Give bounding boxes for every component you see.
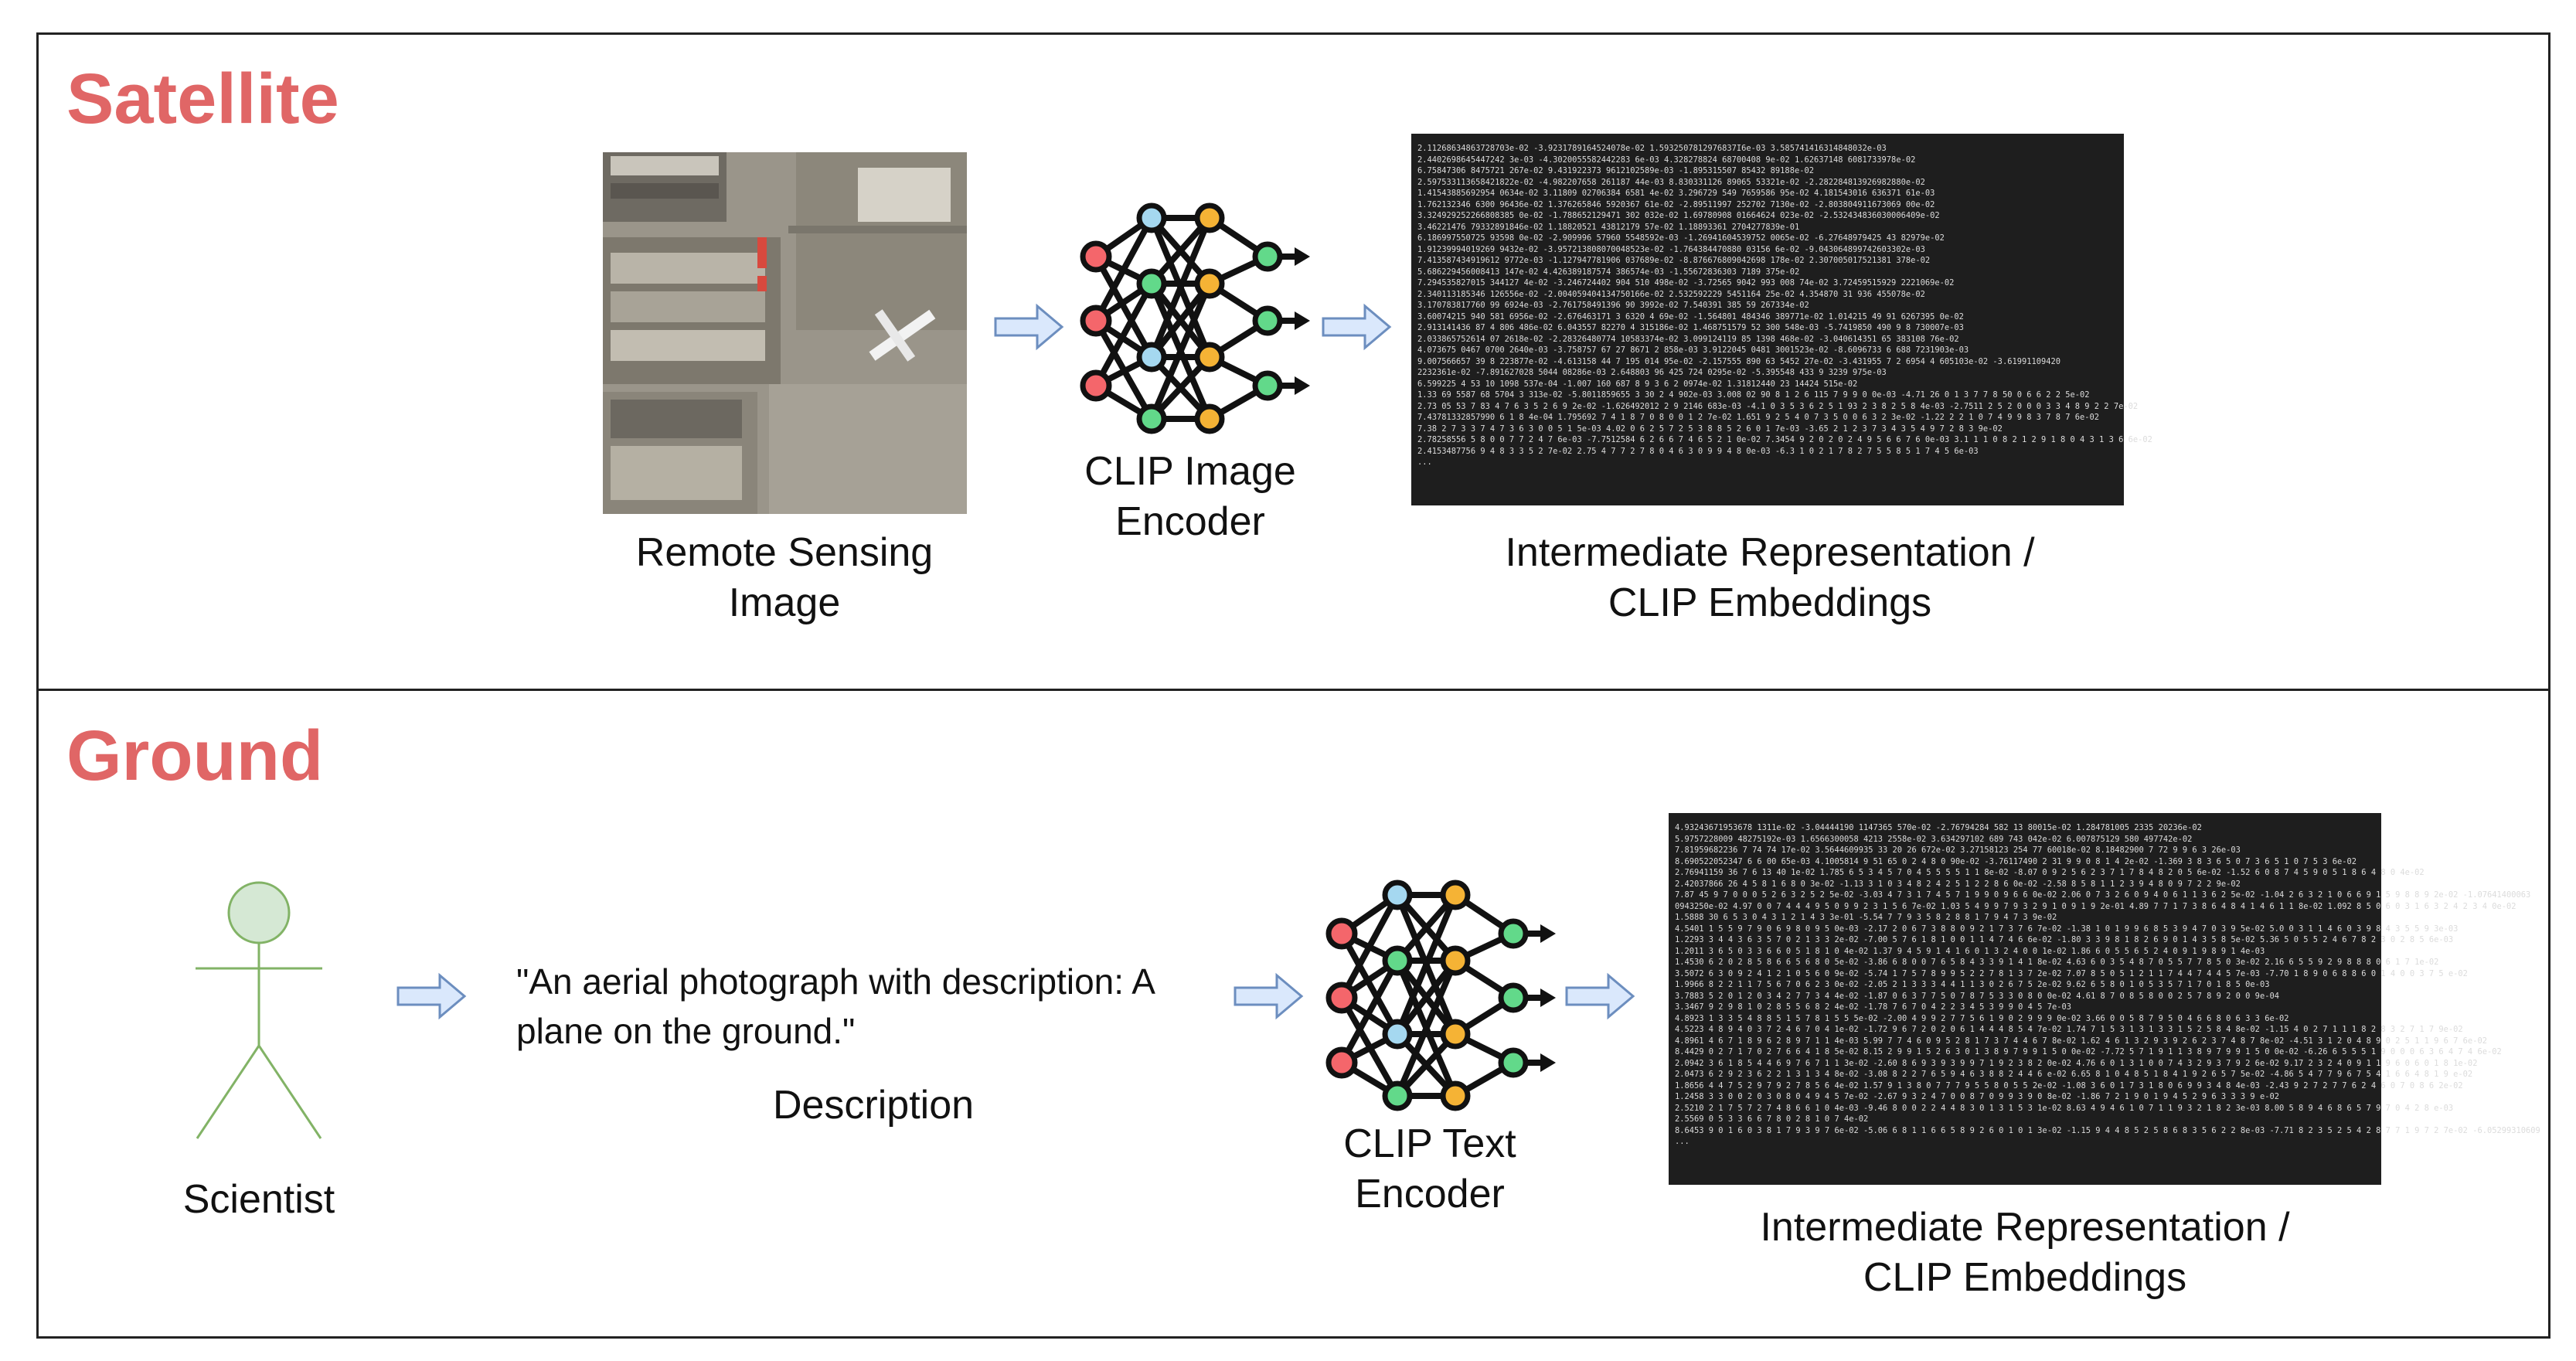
aerial-photo-illustration <box>603 152 967 514</box>
description-quote: "An aerial photograph with description: … <box>516 961 1155 1052</box>
embedding-line: 2.4402698645447242 3e-03 -4.302005558244… <box>1417 155 1916 165</box>
embedding-line: 7.81959682236 7 74 74 17e-02 3.564460993… <box>1675 846 2241 855</box>
arrow-right-icon <box>1322 303 1392 351</box>
embedding-line: 6.75847306 8475721 267e-02 9.431922373 9… <box>1417 166 1814 175</box>
text-embedding-output: 4.93243671953678 1311e-02 -3.04444190 11… <box>1669 813 2540 1185</box>
clip-image-encoder-label: CLIP Image Encoder <box>1084 449 1296 544</box>
clip-text-encoder-label: CLIP Text Encoder <box>1343 1121 1516 1216</box>
image-embedding-label: Intermediate Representation / CLIP Embed… <box>1505 530 2035 625</box>
embedding-line: 2.78258556 5 8 0 0 7 7 2 4 7 6e-03 -7.75… <box>1417 435 2152 444</box>
embedding-line: 8.4429 0 2 7 1 7 0 2 7 6 6 4 1 8 5e-02 8… <box>1675 1047 2502 1056</box>
embedding-line: 3.5072 6 3 0 9 2 4 1 2 1 0 5 6 0 9e-02 -… <box>1675 968 2468 978</box>
embedding-line: 2232361e-02 -7.891627028 5044 08286e-03 … <box>1417 368 1887 377</box>
embedding-line: 2.4153487756 9 4 8 3 3 5 2 7e-02 2.75 4 … <box>1417 446 1979 456</box>
satellite-panel <box>36 32 2550 691</box>
embedding-line: 1.2458 3 3 0 0 2 0 3 0 8 0 4 9 4 5 7e-02… <box>1675 1092 2279 1101</box>
embedding-line: 7.413587434919612 9772e-03 -1.1279477819… <box>1417 256 1931 265</box>
embedding-line: 4.8923 1 3 3 5 4 8 8 5 1 5 7 8 1 5 5 5e-… <box>1675 1013 2289 1023</box>
embedding-line: 2.11268634863728703e-02 -3.9231789164524… <box>1417 144 1887 153</box>
embedding-line: 2.033865752614 07 2618e-02 -2.2832648077… <box>1417 334 1959 344</box>
embedding-line: 5.9757228009 48275192e-03 1.6566300058 4… <box>1675 834 2193 844</box>
embedding-line: 2.42037866 26 4 5 8 1 6 8 0 3e-02 -1.13 … <box>1675 879 2241 889</box>
arrow-right-icon <box>1565 972 1635 1020</box>
embedding-line: 2.73 05 53 7 83 4 7 6 3 5 2 6 9 2e-02 -1… <box>1417 401 2139 411</box>
embedding-line: 3.46221476 79332891846e-02 1.18820521 43… <box>1417 222 1800 232</box>
embedding-line: 3.7883 5 2 0 1 2 0 3 4 2 7 7 3 4 4e-02 -… <box>1675 991 2279 1001</box>
embedding-line: 3.170783817760 99 6924e-03 -2.7617584913… <box>1417 301 1809 310</box>
embedding-line: 5.686229456008413 147e-02 4.426389187574… <box>1417 267 1800 277</box>
text-embedding-label: Intermediate Representation / CLIP Embed… <box>1760 1205 2290 1300</box>
arrow-right-icon <box>1234 972 1304 1020</box>
embedding-line: 4.93243671953678 1311e-02 -3.04444190 11… <box>1675 823 2202 832</box>
embedding-line: ... <box>1675 1137 1690 1146</box>
embedding-line: 0943250e-02 4.97 0 0 7 4 4 4 9 5 0 9 9 2… <box>1675 901 2516 911</box>
embedding-line: 8.6453 9 0 1 6 0 3 8 1 7 9 3 9 7 6e-02 -… <box>1675 1125 2540 1135</box>
embedding-line: 4.5401 1 5 5 9 7 9 0 6 9 8 0 9 5 0e-03 -… <box>1675 924 2459 934</box>
embedding-line: 2.340113185346 126556e-02 -2.00405940413… <box>1417 289 1925 299</box>
ground-title: Ground <box>66 716 324 795</box>
embedding-line: 2.76941159 36 7 6 13 40 1e-02 1.785 6 5 … <box>1675 868 2425 877</box>
embedding-line: 2.0942 3 6 1 8 5 4 4 6 9 7 6 7 1 1 3e-02… <box>1675 1058 2478 1068</box>
embedding-line: 1.4530 6 2 0 2 8 5 8 6 6 5 6 8 0 5e-02 -… <box>1675 958 2439 967</box>
satellite-title: Satellite <box>66 60 339 138</box>
image-embedding-output: 2.11268634863728703e-02 -3.9231789164524… <box>1411 134 2152 505</box>
embedding-line: 1.5888 30 6 5 3 0 4 3 1 2 1 4 3 3e-01 -5… <box>1675 913 2057 922</box>
scientist-actor-icon <box>196 881 322 1139</box>
embedding-line: 7.294535827015 344127 4e-02 -3.246724402… <box>1417 278 1955 288</box>
arrow-right-icon <box>994 303 1064 351</box>
neural-network-icon <box>1325 880 1556 1111</box>
arrow-right-icon <box>396 972 467 1020</box>
embedding-line: 6.186997550725 93598 0e-02 -2.909996 579… <box>1417 233 1945 243</box>
airplane-shape <box>869 309 936 362</box>
embedding-line: 1.2293 3 4 4 3 6 3 5 7 0 2 1 3 3 2e-02 -… <box>1675 935 2454 944</box>
embedding-text: 2.11268634863728703e-02 -3.9231789164524… <box>1411 143 2152 468</box>
embedding-line: 1.41543885692954 0634e-02 3.11809 027063… <box>1417 189 1935 198</box>
embedding-line: 4.073675 0467 0700 2640e-03 -3.758757 67… <box>1417 345 1969 355</box>
embedding-line: 2.0473 6 2 9 2 3 6 2 2 1 3 1 3 4 8e-02 -… <box>1675 1070 2473 1079</box>
scientist-label: Scientist <box>182 1177 335 1222</box>
embedding-line: 3.60074215 940 581 6956e-02 -2.676463171… <box>1417 311 1964 322</box>
embedding-line: 4.5223 4 8 9 4 0 3 7 2 4 6 7 0 4 1e-02 -… <box>1675 1025 2463 1034</box>
embedding-line: 9.007566657 39 8 223877e-02 -4.613158 44… <box>1417 356 2061 366</box>
embedding-line: 7.38 2 7 3 3 7 4 7 3 6 3 0 0 5 1 5e-03 4… <box>1417 424 2003 434</box>
remote-sensing-image-label: Remote Sensing Image <box>635 530 934 625</box>
remote-sensing-image <box>603 152 967 514</box>
embedding-line: 4.8961 4 6 7 1 8 9 6 2 8 9 7 1 1 4e-03 5… <box>1675 1036 2487 1046</box>
embedding-line: 2.597533113658421822e-02 -4.982207658 26… <box>1417 177 1925 187</box>
embedding-line: 3.324929252266808385 0e-02 -1.7886521294… <box>1417 211 1940 220</box>
embedding-line: 1.91239994019269 9432e-02 -3.95721380807… <box>1417 244 1925 254</box>
embedding-line: 1.8656 4 4 7 5 2 9 7 9 2 7 8 5 6 4e-02 1… <box>1675 1080 2463 1091</box>
embedding-line: ... <box>1417 458 1432 467</box>
embedding-line: 6.599225 4 53 10 1098 537e-04 -1.007 160… <box>1417 379 1858 389</box>
embedding-line: 7.43781332857990 6 1 8 4e-04 1.795692 7 … <box>1417 413 2100 422</box>
description-label: Description <box>772 1083 975 1128</box>
embedding-text: 4.93243671953678 1311e-02 -3.04444190 11… <box>1669 822 2540 1148</box>
embedding-line: 7.87 45 9 7 0 0 0 5 2 6 3 2 5 2 5e-02 -3… <box>1675 890 2531 900</box>
embedding-line: 1.2011 3 6 5 0 3 3 6 6 0 5 1 8 1 0 4e-02… <box>1675 946 2265 956</box>
embedding-line: 1.762132346 6300 96436e-02 1.376265846 5… <box>1417 199 1935 209</box>
embedding-line: 1.33 69 5587 68 5704 3 313e-02 -5.801185… <box>1417 390 2090 400</box>
embedding-line: 8.690522052347 6 6 00 65e-03 4.1005814 9… <box>1675 856 2357 866</box>
neural-network-icon <box>1080 202 1310 434</box>
embedding-line: 2.5210 2 1 7 5 7 2 7 4 8 6 6 1 0 4e-03 -… <box>1675 1103 2454 1113</box>
embedding-line: 1.9966 8 2 2 1 1 7 5 6 7 0 6 2 3 0e-02 -… <box>1675 980 2270 989</box>
embedding-line: 2.913141436 87 4 806 486e-02 6.043557 82… <box>1417 323 1964 332</box>
embedding-line: 2.5569 0 5 3 3 6 6 7 8 0 2 8 1 0 7 4e-02 <box>1675 1114 1869 1124</box>
embedding-line: 3.3467 9 2 9 8 1 0 2 8 5 5 6 8 2 4e-02 -… <box>1675 1002 2071 1012</box>
